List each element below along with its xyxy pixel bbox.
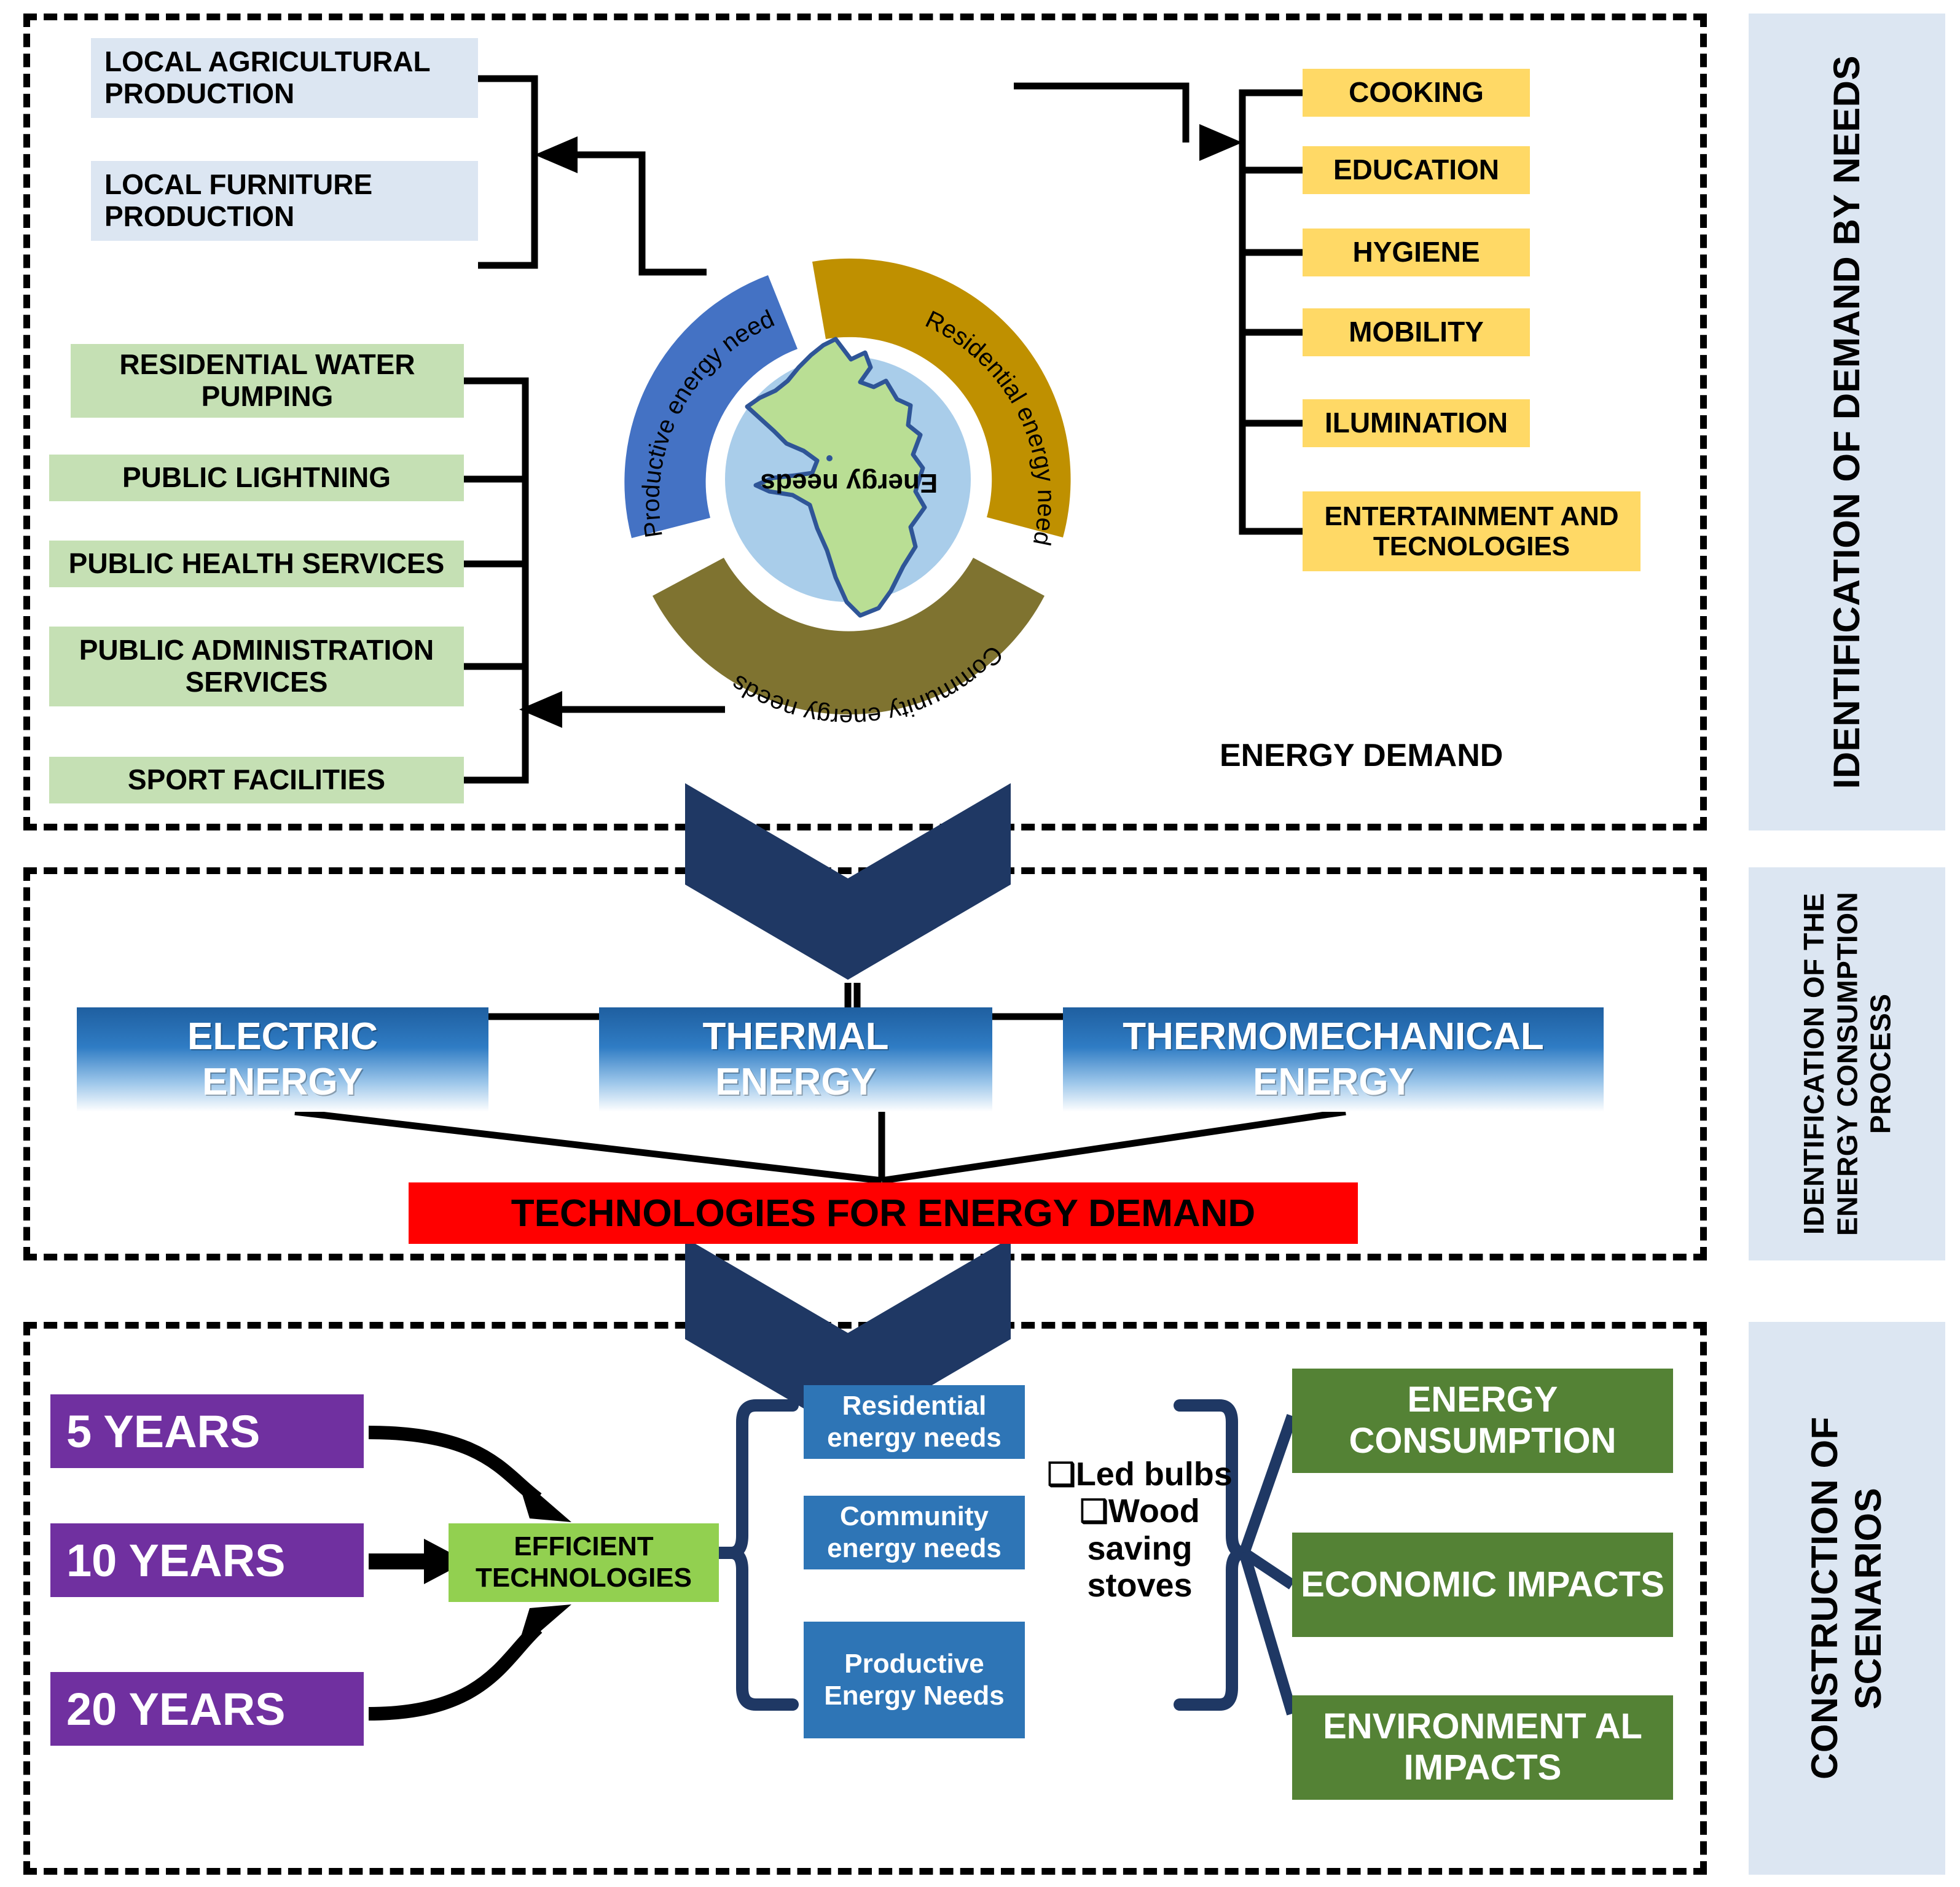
box-label-line2: ENERGY <box>715 1061 876 1103</box>
box-label-line1: THERMOMECHANICAL <box>1123 1015 1544 1058</box>
box-label: ILUMINATION <box>1324 407 1508 439</box>
territory-map-shape <box>745 337 927 618</box>
box-label: Community energy needs <box>827 1501 1002 1563</box>
box-label-line1: ELECTRIC <box>187 1015 378 1058</box>
box-local-furniture-production: LOCAL FURNITURE PRODUCTION <box>91 161 478 241</box>
box-label: EFFICIENT TECHNOLOGIES <box>475 1531 692 1593</box>
box-label: ENERGY CONSUMPTION <box>1349 1380 1617 1461</box>
box-label-line2: ENERGY <box>1253 1061 1414 1103</box>
box-efficient-technologies: EFFICIENT TECHNOLOGIES <box>449 1523 719 1602</box>
box-label: LOCAL AGRICULTURAL PRODUCTION <box>104 45 430 109</box>
box-label: HYGIENE <box>1352 236 1480 268</box>
box-label: LOCAL FURNITURE PRODUCTION <box>104 168 373 232</box>
box-label: Productive Energy Needs <box>824 1649 1005 1711</box>
stage-label-process: IDENTIFICATION OF THE ENERGY CONSUMPTION… <box>1749 867 1945 1260</box>
stage-label-demand-text: IDENTIFICATION OF DEMAND BY NEEDS <box>1825 55 1867 789</box>
stage-label-scenarios: CONSTRUCTION OF SCENARIOS <box>1749 1322 1945 1875</box>
box-label: EDUCATION <box>1333 154 1500 186</box>
box-horizon-20-years: 20 YEARS <box>50 1672 364 1746</box>
box-thermomechanical-energy: THERMOMECHANICAL ENERGY <box>1063 1007 1604 1112</box>
box-label: 5 YEARS <box>66 1405 261 1457</box>
box-label: Residential energy needs <box>827 1391 1002 1453</box>
box-label: COOKING <box>1349 76 1484 109</box>
checklist-label: Led bulbs <box>1075 1456 1233 1493</box>
checklist-item-led-bulbs[interactable]: ❑Led bulbs <box>1038 1456 1241 1493</box>
map-point-marker <box>826 455 833 461</box>
checkbox-icon[interactable]: ❑ <box>1080 1494 1108 1530</box>
box-residential-water-pumping: RESIDENTIAL WATER PUMPING <box>71 344 464 418</box>
box-cooking: COOKING <box>1303 69 1530 117</box>
stage-label-process-text: IDENTIFICATION OF THE ENERGY CONSUMPTION… <box>1797 891 1897 1237</box>
wheel-label-center: Energy needs <box>761 468 938 498</box>
box-education: EDUCATION <box>1303 146 1530 194</box>
box-environmental-impacts: ENVIRONMENT AL IMPACTS <box>1292 1695 1673 1800</box>
box-mobility: MOBILITY <box>1303 308 1530 356</box>
box-technologies-for-energy-demand: TECHNOLOGIES FOR ENERGY DEMAND <box>409 1182 1358 1244</box>
technology-checklist: ❑Led bulbs ❑Wood saving stoves <box>1038 1456 1241 1604</box>
box-local-agricultural-production: LOCAL AGRICULTURAL PRODUCTION <box>91 38 478 118</box>
checklist-item-wood-saving-stoves[interactable]: ❑Wood saving stoves <box>1038 1493 1241 1604</box>
box-label: 20 YEARS <box>66 1683 286 1735</box>
box-label: ENTERTAINMENT AND TECNOLOGIES <box>1324 501 1619 561</box>
stage-label-scenarios-text: CONSTRUCTION OF SCENARIOS <box>1804 1416 1889 1780</box>
box-ilumination: ILUMINATION <box>1303 399 1530 447</box>
box-hygiene: HYGIENE <box>1303 229 1530 276</box>
checkbox-icon[interactable]: ❑ <box>1047 1457 1076 1493</box>
box-energy-consumption: ENERGY CONSUMPTION <box>1292 1369 1673 1473</box>
box-community-energy-needs: Community energy needs <box>804 1496 1025 1569</box>
box-public-lightning: PUBLIC LIGHTNING <box>49 455 464 501</box>
box-label: PUBLIC LIGHTNING <box>122 461 391 494</box>
box-sport-facilities: SPORT FACILITIES <box>49 757 464 803</box>
box-label: SPORT FACILITIES <box>127 764 386 796</box>
box-productive-energy-needs: Productive Energy Needs <box>804 1622 1025 1738</box>
box-label: MOBILITY <box>1349 316 1484 348</box>
wheel-segment-community <box>653 558 1045 715</box>
box-label-line1: THERMAL <box>702 1015 889 1058</box>
box-label: 10 YEARS <box>66 1534 286 1586</box>
caption-energy-demand: ENERGY DEMAND <box>1220 738 1503 773</box>
box-label: PUBLIC HEALTH SERVICES <box>68 547 445 580</box>
box-residential-energy-needs: Residential energy needs <box>804 1385 1025 1459</box>
box-public-health-services: PUBLIC HEALTH SERVICES <box>49 541 464 587</box>
box-label: ECONOMIC IMPACTS <box>1301 1564 1664 1604</box>
box-economic-impacts: ECONOMIC IMPACTS <box>1292 1533 1673 1637</box>
wheel-segment-productive <box>624 275 848 538</box>
box-horizon-5-years: 5 YEARS <box>50 1394 364 1468</box>
stage-label-demand: IDENTIFICATION OF DEMAND BY NEEDS <box>1749 14 1945 830</box>
box-thermal-energy: THERMAL ENERGY <box>599 1007 992 1112</box>
box-label: RESIDENTIAL WATER PUMPING <box>119 348 415 412</box>
box-label: TECHNOLOGIES FOR ENERGY DEMAND <box>511 1192 1256 1235</box>
box-label: ENVIRONMENT AL IMPACTS <box>1323 1706 1642 1787</box>
box-label-line2: ENERGY <box>202 1061 363 1103</box>
wheel-segment-residential <box>812 258 1071 537</box>
box-public-administration-services: PUBLIC ADMINISTRATION SERVICES <box>49 627 464 706</box>
box-horizon-10-years: 10 YEARS <box>50 1523 364 1597</box>
box-label: PUBLIC ADMINISTRATION SERVICES <box>79 634 434 698</box>
energy-needs-wheel: Productive energy needs Residential ener… <box>565 181 1124 756</box>
box-entertainment-and-tecnologies: ENTERTAINMENT AND TECNOLOGIES <box>1303 491 1641 571</box>
checklist-label: Wood saving stoves <box>1087 1493 1200 1604</box>
box-electric-energy: ELECTRIC ENERGY <box>77 1007 488 1112</box>
